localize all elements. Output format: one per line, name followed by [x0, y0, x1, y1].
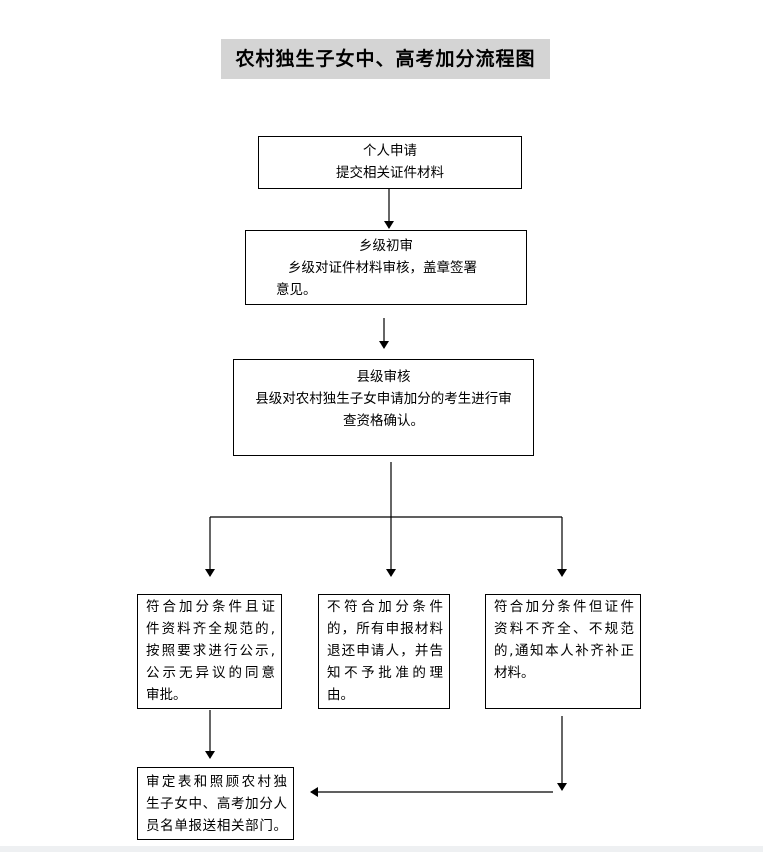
step-text-line: 乡级对证件材料审核，盖章签署: [288, 260, 477, 276]
step-text-line: 知不予批准的理: [327, 665, 443, 681]
step-supplement: 符合加分条件但证件 资料不齐全、不规范 的,通知本人补齐补正 材料。: [485, 594, 641, 709]
step-text-line: 符合加分条件但证件: [494, 599, 634, 615]
step-heading: 县级审核: [356, 369, 411, 385]
step-text-line: 不符合加分条件: [327, 599, 443, 615]
step-heading: 个人申请: [363, 143, 417, 159]
window-bottom-edge: [0, 846, 763, 852]
step-text-line: 的，所有申报材料: [327, 621, 443, 637]
step-text-line: 提交相关证件材料: [336, 165, 444, 181]
step-report: 审定表和照顾农村独 生子女中、高考加分人 员名单报送相关部门。: [137, 767, 294, 840]
step-text-line: 查资格确认。: [343, 413, 424, 429]
step-approve: 符合加分条件且证 件资料齐全规范的, 按照要求进行公示, 公示无异议的同意 审批…: [137, 594, 282, 709]
step-township-review: 乡级初审 乡级对证件材料审核，盖章签署 意见。: [245, 230, 527, 305]
step-text-line: 件资料齐全规范的,: [146, 621, 275, 637]
step-personal-application: 个人申请 提交相关证件材料: [258, 136, 522, 189]
step-county-review: 县级审核 县级对农村独生子女申请加分的考生进行审 查资格确认。: [233, 359, 534, 456]
step-text-line: 退还申请人，并告: [327, 643, 443, 659]
page-title: 农村独生子女中、高考加分流程图: [221, 39, 550, 79]
step-text-line: 生子女中、高考加分人: [146, 796, 287, 812]
step-text-line: 意见。: [276, 282, 317, 298]
step-text-line: 县级对农村独生子女申请加分的考生进行审: [255, 391, 512, 407]
step-reject: 不符合加分条件 的，所有申报材料 退还申请人，并告 知不予批准的理 由。: [318, 594, 450, 709]
step-heading: 乡级初审: [359, 238, 413, 254]
step-text-line: 审定表和照顾农村独: [146, 774, 287, 790]
step-text-line: 材料。: [494, 665, 535, 681]
step-text-line: 按照要求进行公示,: [146, 643, 275, 659]
step-text-line: 符合加分条件且证: [146, 599, 275, 615]
step-text-line: 资料不齐全、不规范: [494, 621, 634, 637]
step-text-line: 由。: [327, 687, 354, 703]
step-text-line: 的,通知本人补齐补正: [494, 643, 634, 659]
step-text-line: 公示无异议的同意: [146, 665, 275, 681]
step-text-line: 员名单报送相关部门。: [146, 818, 287, 834]
step-text-line: 审批。: [146, 687, 187, 703]
